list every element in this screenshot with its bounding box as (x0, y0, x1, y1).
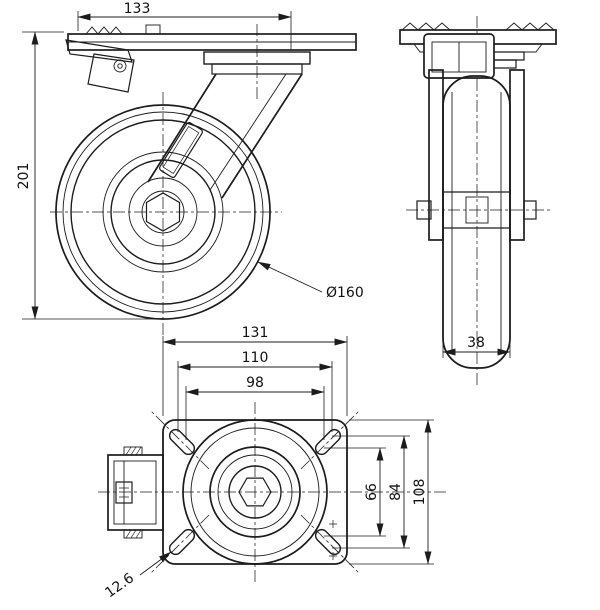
fork-leg-right (509, 69, 525, 241)
front-plate-teeth-left (401, 22, 451, 31)
dim-slot-width: 12.6 (102, 551, 172, 601)
wheel-web-circle-inner (110, 159, 216, 265)
front-view: 38 (399, 16, 557, 386)
kingpin-boss-circle (228, 465, 282, 519)
wheel-profile (442, 75, 511, 369)
dim-label-plate-width: 131 (242, 325, 269, 341)
side-view-swivel-fork (147, 51, 311, 199)
dim-label-bolt-inner-length: 66 (364, 483, 380, 501)
side-view-brake-pedal (65, 39, 135, 93)
dim-label-wheel-diameter: Ø160 (326, 285, 364, 301)
front-view-centerlines (406, 16, 550, 386)
fork-brand-plate (159, 122, 203, 178)
fork-leg-left-edge (147, 73, 217, 183)
fork-leg-inner-edge (209, 73, 287, 191)
brake-pedal-plate (87, 53, 135, 93)
dim-label-plate-length: 133 (124, 1, 151, 17)
wheel-web-circle-outer (102, 151, 224, 273)
front-view-brake (423, 33, 495, 79)
brake-tab-top (123, 446, 143, 456)
dim-bolt-outer-length: 84 (332, 435, 410, 549)
dim-label-slot-width: 12.6 (102, 570, 137, 601)
bolt-slot-bottom-right (314, 528, 342, 556)
dim-bolt-outer-width: 110 (177, 350, 333, 432)
brake-body-inner (113, 460, 157, 525)
bearing-flange-inner (190, 427, 320, 557)
slot-centerline-tr (300, 410, 360, 470)
plan-view-corner-slots (168, 428, 342, 556)
leader-line (139, 551, 172, 576)
dim-label-wheel-width: 38 (467, 335, 485, 351)
hub-bearing-boss (465, 196, 489, 224)
dim-bolt-inner-length: 66 (324, 447, 386, 537)
brake-arm (65, 39, 133, 63)
dim-plan-plate-length: 108 (349, 419, 434, 565)
plan-view-brake (107, 446, 164, 539)
brake-ratchet-teeth (85, 26, 123, 35)
swivel-race-lower (211, 63, 303, 75)
side-view-top-plate (67, 24, 357, 51)
leader-line (257, 261, 323, 293)
brake-pad (115, 481, 133, 504)
plan-view-swivel-bearing (182, 419, 328, 565)
kingpin-hex-nut (238, 477, 272, 507)
brake-pivot-bolt (113, 59, 127, 73)
wheel-rim-circle (70, 119, 256, 305)
brake-pivot-bolt-center (117, 63, 123, 69)
brake-pad-ribs (119, 487, 129, 498)
dim-label-overall-height: 201 (16, 163, 32, 190)
brake-tab-top-hatch (125, 446, 142, 456)
axle-hex-nut (145, 192, 181, 232)
brake-tab-bottom-hatch (125, 529, 142, 539)
brake-tab-bottom (123, 529, 143, 539)
dim-wheel-diameter: Ø160 (257, 261, 364, 301)
side-view-centerlines (50, 24, 282, 338)
slot-centerline-bl (150, 514, 210, 574)
side-view-wheel (55, 104, 271, 320)
axle-boss-circle (141, 190, 185, 234)
brand-plate-inner (162, 125, 200, 175)
wheel-tread-circle (62, 111, 264, 313)
dim-label-bolt-outer-length: 84 (388, 483, 404, 501)
dim-label-bolt-outer-width: 110 (242, 350, 269, 366)
hole-center-mark (329, 552, 337, 560)
fork-leg-right-edge (221, 73, 303, 199)
bearing-flange-outer (182, 419, 328, 565)
plan-view-center-marks (329, 520, 337, 560)
dim-bolt-inner-width: 98 (185, 375, 325, 440)
axle-nut-right (523, 200, 537, 220)
side-view: 133 201 Ø160 (16, 1, 364, 338)
dim-overall-height: 201 (16, 31, 168, 320)
front-view-axle (416, 200, 537, 220)
dim-label-plate-length: 108 (412, 479, 428, 506)
hole-center-mark (329, 520, 337, 528)
bearing-race-outer (209, 446, 301, 538)
brand-plate-outline (159, 122, 203, 178)
dim-plan-plate-width: 131 (162, 325, 348, 416)
plate-screw-head (145, 24, 161, 35)
plan-view: 131 110 98 66 84 (98, 325, 446, 601)
axle-nut-left (416, 200, 432, 220)
slot-centerline-tl (150, 410, 210, 470)
dim-label-bolt-inner-width: 98 (246, 375, 264, 391)
bearing-race-inner (217, 454, 293, 530)
slot-centerline-br (300, 514, 360, 574)
dim-wheel-width: 38 (442, 335, 511, 358)
front-plate-teeth-right (505, 22, 555, 31)
wheel-hub-circle (128, 177, 198, 247)
dim-plate-length: 133 (77, 1, 292, 50)
front-view-wheel (442, 75, 511, 369)
